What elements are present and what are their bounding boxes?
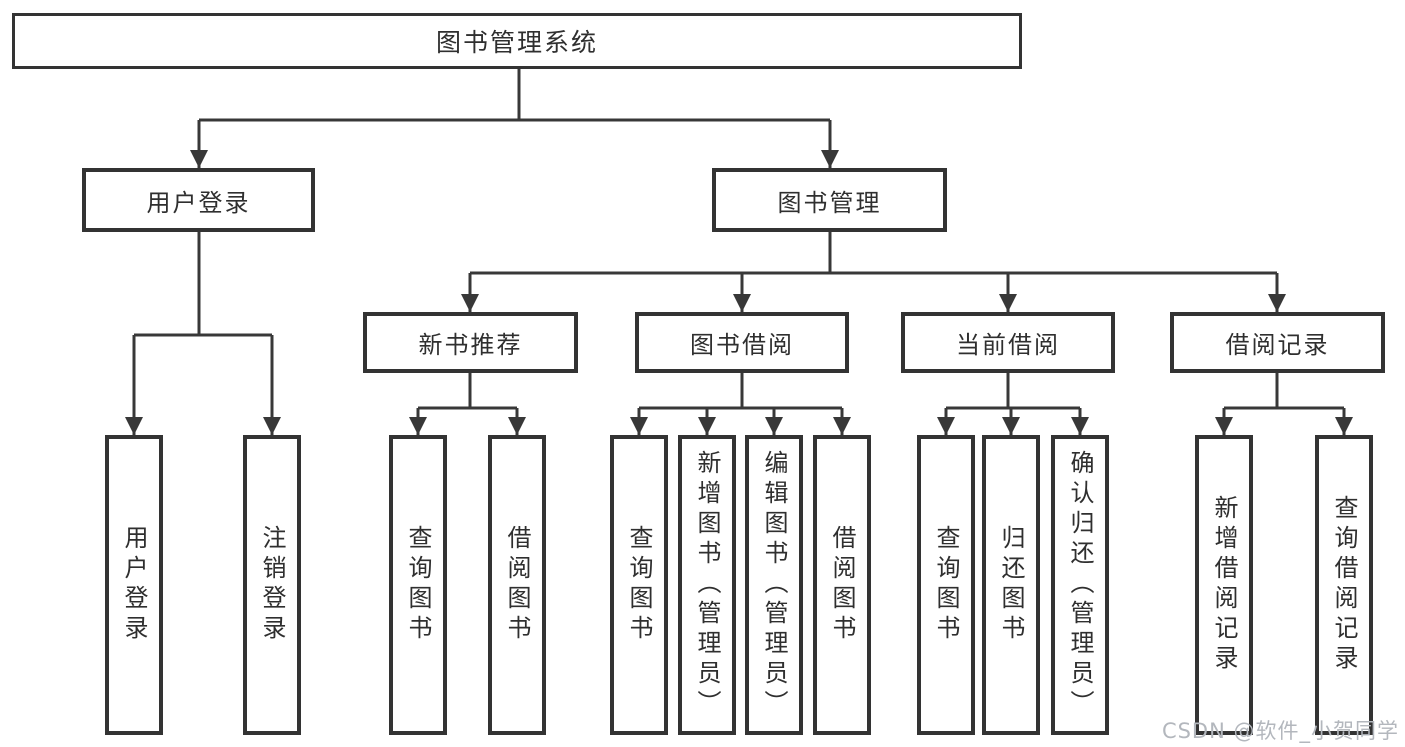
watermark-text: CSDN @软件_小贺同学: [1161, 719, 1399, 743]
node-label: 图书管理: [777, 188, 882, 217]
leaf-label: 编辑图书（管理员）: [760, 450, 788, 720]
leaf-borrow-query-books: 查询图书: [610, 435, 668, 735]
leaf-label: 注销登录: [258, 525, 286, 645]
leaf-record-add-borrow-record: 新增借阅记录: [1195, 435, 1253, 735]
leaf-current-confirm-return-admin: 确认归还（管理员）: [1051, 435, 1109, 735]
leaf-borrow-edit-books-admin: 编辑图书（管理员）: [745, 435, 803, 735]
node-book-management: 图书管理: [712, 168, 947, 232]
node-label: 图书管理系统: [435, 28, 598, 57]
leaf-label: 确认归还（管理员）: [1066, 450, 1094, 720]
node-borrow-record: 借阅记录: [1170, 312, 1385, 373]
leaf-logout-login: 注销登录: [243, 435, 301, 735]
leaf-label: 新增借阅记录: [1210, 495, 1238, 675]
leaf-current-query-books: 查询图书: [917, 435, 975, 735]
leaf-recommend-query-books: 查询图书: [389, 435, 447, 735]
node-label: 用户登录: [146, 188, 251, 217]
node-label: 新书推荐: [418, 331, 523, 359]
leaf-label: 查询图书: [625, 525, 653, 645]
leaf-current-return-books: 归还图书: [982, 435, 1040, 735]
node-new-book-recommend: 新书推荐: [363, 312, 578, 373]
node-label: 当前借阅: [956, 331, 1060, 359]
leaf-label: 新增图书（管理员）: [693, 450, 721, 720]
leaf-label: 查询图书: [404, 525, 432, 645]
leaf-borrow-add-books-admin: 新增图书（管理员）: [678, 435, 736, 735]
leaf-label: 归还图书: [997, 525, 1025, 645]
leaf-label: 查询借阅记录: [1330, 495, 1358, 675]
node-label: 借阅记录: [1225, 331, 1330, 359]
node-current-borrow: 当前借阅: [901, 312, 1115, 373]
leaf-label: 借阅图书: [503, 525, 531, 645]
node-label: 图书借阅: [690, 331, 794, 359]
leaf-user-login: 用户登录: [105, 435, 163, 735]
leaf-label: 查询图书: [932, 525, 960, 645]
node-book-borrow: 图书借阅: [635, 312, 849, 373]
leaf-label: 借阅图书: [828, 525, 856, 645]
node-user-login: 用户登录: [82, 168, 315, 232]
leaf-recommend-borrow-books: 借阅图书: [488, 435, 546, 735]
leaf-label: 用户登录: [120, 525, 148, 645]
node-library-system: 图书管理系统: [12, 13, 1022, 69]
leaf-borrow-borrow-books: 借阅图书: [813, 435, 871, 735]
leaf-record-query-borrow-record: 查询借阅记录: [1315, 435, 1373, 735]
